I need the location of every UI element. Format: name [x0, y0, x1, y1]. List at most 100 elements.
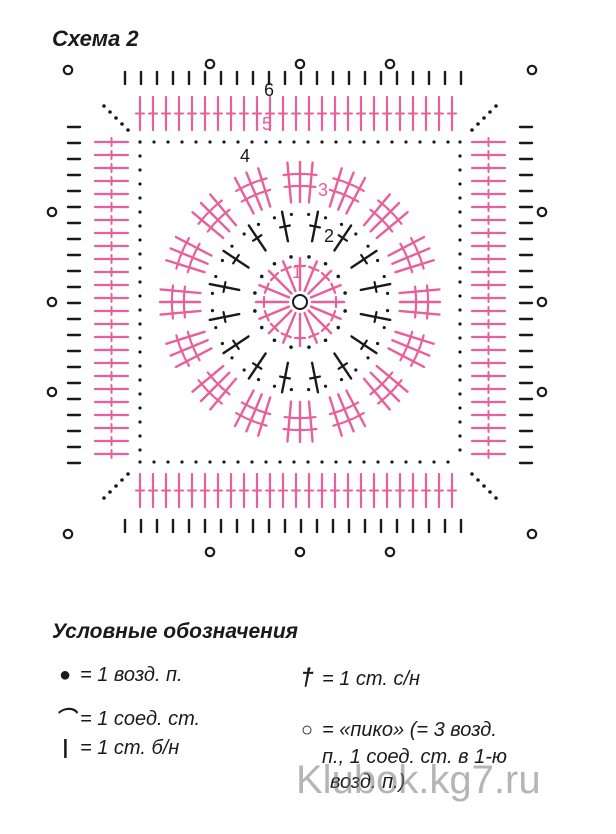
chain-dot: [458, 266, 462, 270]
round3-stitch: [362, 193, 391, 227]
chain-dot: [336, 274, 341, 279]
round3-stitch-bar: [255, 421, 268, 427]
chain-dot: [264, 460, 268, 464]
round1-stitch-bar: [280, 332, 292, 339]
round3-stitch-bar: [377, 199, 387, 209]
round2-stitch-bar: [360, 253, 368, 265]
round3-stitch-bar: [393, 379, 403, 389]
chain-dot: [138, 154, 142, 158]
round3-stitch-bar: [353, 411, 365, 419]
round2-stitch-bar: [222, 280, 227, 293]
round3-stitch-bar: [206, 371, 216, 382]
round2-stitch-bar: [337, 234, 349, 242]
round3-stitch-bar: [332, 421, 345, 427]
chain-dot: [458, 322, 462, 326]
chain-dot: [390, 460, 394, 464]
picot: [384, 58, 396, 70]
chain-dot: [253, 291, 257, 295]
chain-dot: [138, 336, 142, 340]
picot: [204, 546, 216, 558]
round3-stitch-bar: [186, 330, 192, 343]
round3-stitch-bar: [399, 350, 407, 362]
round3-stitch: [307, 400, 314, 443]
round1-stitch: [303, 260, 319, 293]
picot: [46, 386, 58, 398]
round3-stitch-bar: [369, 386, 380, 396]
round3-stitch-bar: [384, 222, 394, 233]
round3-stitch-bar: [304, 415, 317, 420]
round3-stitch-bar: [249, 406, 262, 413]
round3-stitch: [174, 347, 213, 369]
round2-stitch-bar: [278, 375, 291, 380]
round3-stitch-bar: [413, 285, 418, 298]
picot: [204, 58, 216, 70]
round3-stitch: [191, 211, 225, 240]
chain-dot: [242, 232, 246, 236]
chain-dot: [138, 168, 142, 172]
round3-stitch-bar: [170, 307, 175, 320]
chain-dot: [376, 460, 380, 464]
round3-stitch: [169, 247, 209, 265]
round3-stitch-bar: [404, 251, 411, 264]
chain-dot: [348, 460, 352, 464]
chain-dot: [138, 434, 142, 438]
corner-chain-dot: [482, 484, 486, 488]
chain-dot: [385, 309, 390, 313]
round3-stitch-bar: [204, 387, 215, 398]
chain-dot: [458, 364, 462, 368]
watermark: Klubok.kg7.ru: [296, 758, 541, 802]
round3-stitch-bar: [182, 306, 187, 319]
round3-stitch: [286, 400, 293, 443]
chain-dot: [138, 224, 142, 228]
chain-dot: [214, 274, 218, 279]
chain-dot: [289, 212, 293, 217]
round3-stitch-bar: [189, 340, 196, 353]
round3-stitch-bar: [393, 215, 403, 225]
corner-chain-dot: [102, 496, 106, 500]
chain-dot: [362, 140, 366, 144]
corner-chain-dot: [488, 110, 492, 114]
round2-stitch-bar: [232, 339, 240, 351]
round3-stitch-bar: [399, 242, 407, 254]
round3-stitch-bar: [193, 242, 201, 254]
chain-dot: [376, 341, 380, 346]
chain-dot: [194, 460, 198, 464]
chain-dot: [458, 196, 462, 200]
chain-dot: [138, 294, 142, 298]
round3-stitch-bar: [377, 379, 387, 389]
round3-stitch-bar: [178, 345, 185, 357]
chain-dot: [458, 406, 462, 410]
chain-dot: [458, 280, 462, 284]
corner-chain-dot: [476, 478, 480, 482]
round3-stitch-bar: [206, 222, 216, 233]
chain-dot: [138, 460, 142, 464]
round3-stitch-bar: [353, 185, 365, 193]
chain-dot: [307, 255, 311, 259]
round3-stitch: [257, 167, 272, 208]
corner-chain-dot: [120, 122, 124, 126]
chain-dot: [404, 460, 408, 464]
corner-chain-dot: [476, 122, 480, 126]
round2-stitch-bar: [278, 224, 291, 229]
chain-dot: [458, 378, 462, 382]
corner-chain-dot: [482, 116, 486, 120]
corner-chain-dot: [108, 490, 112, 494]
round3-stitch-bar: [348, 195, 360, 203]
legend-item-double-crochet: †= 1 ст. с/н: [292, 664, 420, 692]
round3-stitch: [369, 371, 401, 403]
chain-dot: [138, 322, 142, 326]
chain-dot: [432, 140, 436, 144]
round3-stitch: [394, 330, 435, 345]
chain-dot: [323, 384, 328, 388]
legend-picot-line2: п., 1 соед. ст. в 1-ю: [322, 746, 507, 768]
round1-stitch: [258, 305, 291, 321]
round3-stitch: [387, 235, 426, 257]
chain-dot: [334, 460, 338, 464]
chain-dot: [390, 140, 394, 144]
round3-stitch-bar: [235, 411, 247, 419]
chain-dot: [458, 210, 462, 214]
round3-stitch-bar: [259, 410, 272, 416]
chain-dot: [222, 460, 226, 464]
picot: [526, 528, 538, 540]
round3-stitch: [394, 259, 435, 274]
